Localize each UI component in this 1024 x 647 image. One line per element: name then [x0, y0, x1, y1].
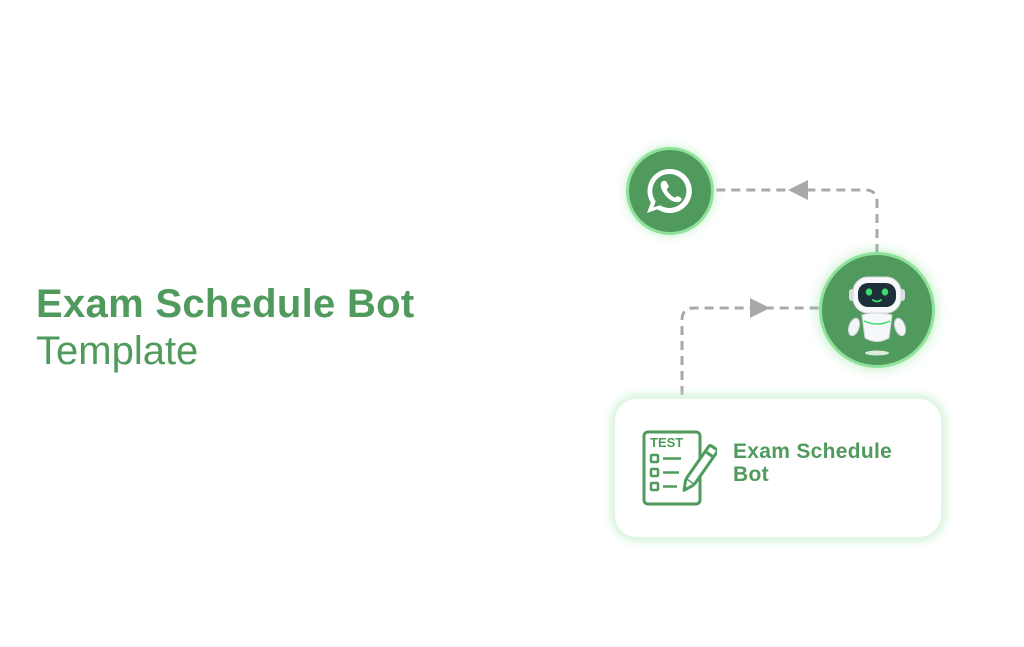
arrow-right-icon: [750, 298, 770, 318]
whatsapp-icon: [647, 168, 692, 213]
whatsapp-node[interactable]: [629, 150, 711, 232]
connector-bot-to-whatsapp: [713, 188, 879, 253]
robot-icon: [847, 276, 907, 356]
bot-node[interactable]: [822, 255, 932, 365]
test-sheet-icon: TEST: [642, 430, 717, 506]
headline: Exam Schedule Bot Template: [36, 281, 415, 375]
connector-card-to-bot: [680, 306, 822, 395]
exam-schedule-bot-card[interactable]: TEST Exam Schedule Bot: [613, 397, 943, 539]
test-sheet-label: TEST: [650, 435, 683, 450]
arrow-left-icon: [788, 180, 808, 200]
page-subtitle: Template: [36, 329, 199, 373]
page-title: Exam Schedule Bot: [36, 282, 415, 326]
card-label: Exam Schedule Bot: [733, 440, 893, 486]
